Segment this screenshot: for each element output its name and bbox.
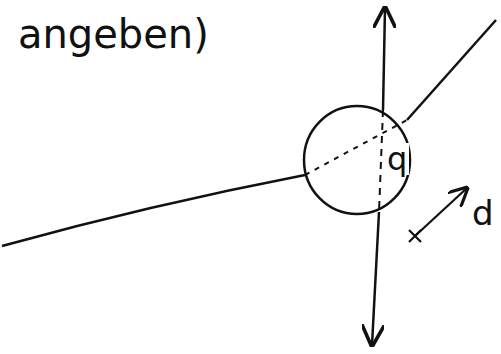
wire-line bbox=[2, 175, 305, 246]
note-text: angeben) bbox=[16, 14, 211, 54]
charge-symbol: q bbox=[385, 143, 409, 175]
dimension-label: d bbox=[470, 196, 496, 230]
sphere-circle bbox=[304, 106, 410, 214]
dimension-tick bbox=[409, 230, 421, 242]
field-line bbox=[372, 212, 379, 345]
field-line bbox=[383, 8, 385, 110]
field-line-hidden bbox=[379, 110, 383, 212]
charged-sphere: q bbox=[303, 105, 411, 215]
wire-line bbox=[407, 20, 496, 120]
dimension-line bbox=[415, 188, 467, 236]
